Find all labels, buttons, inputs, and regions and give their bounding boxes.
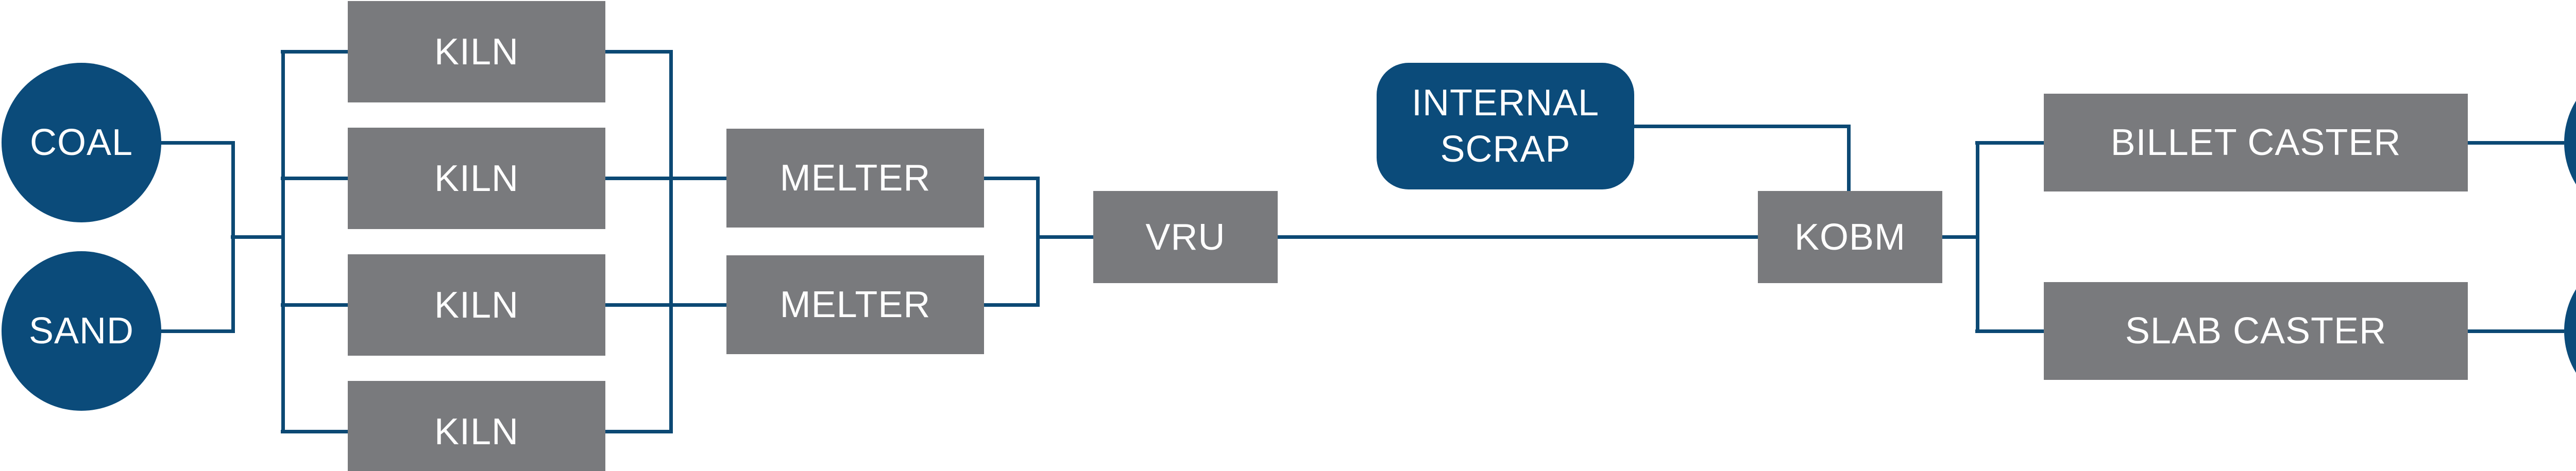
node-kiln-3: KILN [348, 254, 605, 356]
connector-line [1036, 177, 1040, 307]
connector-line [1976, 141, 1979, 333]
connector-line [1036, 235, 1093, 239]
connector-line [984, 177, 1040, 180]
node-coal-label: COAL [29, 122, 133, 163]
connector-line [1975, 329, 2044, 333]
node-internal-scrap-label: INTERNAL SCRAP [1411, 82, 1600, 170]
connector-line [2468, 141, 2564, 145]
node-kiln-1: KILN [348, 1, 605, 102]
connector-line [231, 235, 285, 239]
node-coal: COAL [2, 63, 161, 222]
node-melter-2: MELTER [726, 255, 984, 354]
connector-line [984, 303, 1040, 307]
node-kiln-2-label: KILN [434, 158, 519, 199]
connector-line [1942, 235, 1979, 239]
connector-line [281, 177, 348, 180]
node-kiln-2: KILN [348, 128, 605, 229]
connector-line [605, 177, 726, 180]
connector-line [605, 303, 726, 307]
connector-line [1278, 235, 1758, 239]
node-melter-1: MELTER [726, 129, 984, 228]
node-billet-caster-label: BILLET CASTER [2110, 122, 2401, 163]
connector-line [669, 50, 673, 433]
node-slab: SLAB [2564, 251, 2576, 411]
node-melter-1-label: MELTER [779, 158, 931, 199]
connector-line [281, 303, 348, 307]
connector-line [1634, 125, 1851, 128]
node-slab-caster-label: SLAB CASTER [2125, 310, 2387, 352]
node-kobm: KOBM [1758, 191, 1942, 283]
connector-line [160, 141, 233, 145]
connector-line [1975, 141, 2044, 145]
connector-line [605, 50, 673, 54]
connector-line [281, 50, 348, 54]
node-kiln-4: KILN [348, 381, 605, 471]
node-internal-scrap: INTERNAL SCRAP [1377, 63, 1634, 189]
connector-line [605, 430, 673, 433]
node-kiln-4-label: KILN [434, 411, 519, 452]
node-billet: BILLET [2564, 63, 2576, 222]
connector-line [2468, 329, 2564, 333]
node-kobm-label: KOBM [1794, 216, 1906, 258]
connector-line [281, 430, 348, 433]
node-kiln-3-label: KILN [434, 284, 519, 326]
node-kiln-1-label: KILN [434, 31, 519, 73]
node-billet-caster: BILLET CASTER [2044, 94, 2468, 191]
node-sand: SAND [2, 251, 161, 411]
node-slab-caster: SLAB CASTER [2044, 282, 2468, 380]
connector-line [1847, 125, 1851, 194]
node-vru-label: VRU [1145, 216, 1226, 258]
node-melter-2-label: MELTER [779, 284, 931, 325]
node-sand-label: SAND [28, 310, 134, 352]
connector-line [281, 50, 285, 433]
node-vru: VRU [1093, 191, 1278, 283]
connector-line [160, 329, 233, 333]
